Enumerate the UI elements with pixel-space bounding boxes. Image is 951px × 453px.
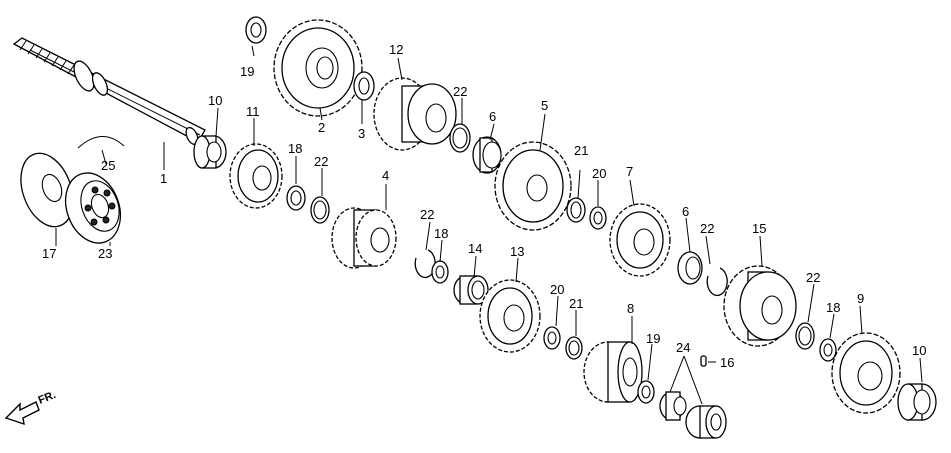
pin-16 bbox=[700, 355, 707, 367]
callout-5: 5 bbox=[541, 98, 548, 113]
callout-15: 15 bbox=[752, 221, 766, 236]
gear-5 bbox=[494, 141, 572, 231]
callout-16: 16 bbox=[720, 355, 734, 370]
callout-14: 14 bbox=[468, 241, 482, 256]
callout-21a: 21 bbox=[574, 143, 588, 158]
callout-19a: 19 bbox=[240, 64, 254, 79]
gear-13 bbox=[479, 279, 541, 353]
callout-12: 12 bbox=[389, 42, 403, 57]
callout-10a: 10 bbox=[208, 93, 222, 108]
ring-22-far-right bbox=[795, 322, 815, 350]
callout-9: 9 bbox=[857, 291, 864, 306]
shim-washer bbox=[20, 152, 74, 228]
callout-3: 3 bbox=[358, 126, 365, 141]
bearing-6-top bbox=[472, 136, 502, 174]
callout-22e: 22 bbox=[806, 270, 820, 285]
callout-4: 4 bbox=[382, 168, 389, 183]
bushing-3 bbox=[353, 71, 375, 101]
callout-22b: 22 bbox=[314, 154, 328, 169]
ring-22-left bbox=[310, 196, 330, 224]
callout-20a: 20 bbox=[592, 166, 606, 181]
bushing-10-right bbox=[897, 383, 937, 421]
gear-4 bbox=[331, 207, 397, 269]
gear-2 bbox=[273, 19, 363, 117]
ring-21-top bbox=[566, 197, 586, 223]
callout-17: 17 bbox=[42, 246, 56, 261]
callout-23: 23 bbox=[98, 246, 112, 261]
ring-22-top bbox=[449, 123, 471, 153]
collar-24 bbox=[685, 405, 727, 439]
washer-20-top bbox=[589, 206, 607, 230]
bushing-10-left bbox=[193, 135, 227, 169]
mainshaft bbox=[12, 37, 206, 146]
needle-bearing-24 bbox=[659, 391, 687, 421]
ring-22-right bbox=[706, 267, 728, 297]
callout-18a: 18 bbox=[288, 141, 302, 156]
washer-20-bottom bbox=[543, 326, 561, 350]
needle-bearing-14 bbox=[453, 275, 489, 305]
snap-ring bbox=[77, 136, 125, 149]
front-direction-arrow: FR. bbox=[4, 389, 58, 426]
callout-2: 2 bbox=[318, 120, 325, 135]
washer-18-mid bbox=[431, 260, 449, 284]
callout-13: 13 bbox=[510, 244, 524, 259]
orientation-label: FR. bbox=[37, 389, 58, 407]
callout-22c: 22 bbox=[420, 207, 434, 222]
callout-8: 8 bbox=[627, 301, 634, 316]
callout-25: 25 bbox=[101, 158, 115, 173]
callout-7: 7 bbox=[626, 164, 633, 179]
washer-18-left bbox=[286, 185, 306, 211]
ball-bearing bbox=[64, 172, 122, 244]
washer-19-top bbox=[245, 16, 267, 44]
callout-labels: 1 2 3 4 5 6 6 7 8 9 10 10 11 12 13 14 15… bbox=[42, 42, 926, 370]
ring-21-bottom bbox=[565, 336, 583, 360]
washer-18-far-right bbox=[819, 338, 837, 362]
leader-lines bbox=[55, 45, 923, 405]
callout-10b: 10 bbox=[912, 343, 926, 358]
callout-11: 11 bbox=[246, 104, 260, 119]
callout-21b: 21 bbox=[569, 296, 583, 311]
callout-22a: 22 bbox=[453, 84, 467, 99]
callout-6a: 6 bbox=[489, 109, 496, 124]
gear-15 bbox=[723, 265, 797, 347]
gear-9 bbox=[831, 332, 901, 414]
gear-7 bbox=[609, 203, 671, 277]
callout-6b: 6 bbox=[682, 204, 689, 219]
ring-22-mid bbox=[414, 249, 436, 279]
gear-11 bbox=[229, 143, 283, 209]
gear-12 bbox=[373, 77, 457, 151]
bearing-6-right bbox=[677, 251, 703, 285]
gear-8 bbox=[583, 341, 643, 403]
washer-19-bottom bbox=[637, 380, 655, 404]
callout-20b: 20 bbox=[550, 282, 564, 297]
callout-24: 24 bbox=[676, 340, 690, 355]
callout-19b: 19 bbox=[646, 331, 660, 346]
callout-22d: 22 bbox=[700, 221, 714, 236]
callout-1: 1 bbox=[160, 171, 167, 186]
callout-18c: 18 bbox=[826, 300, 840, 315]
callout-18b: 18 bbox=[434, 226, 448, 241]
arrow-left-icon bbox=[4, 401, 40, 426]
